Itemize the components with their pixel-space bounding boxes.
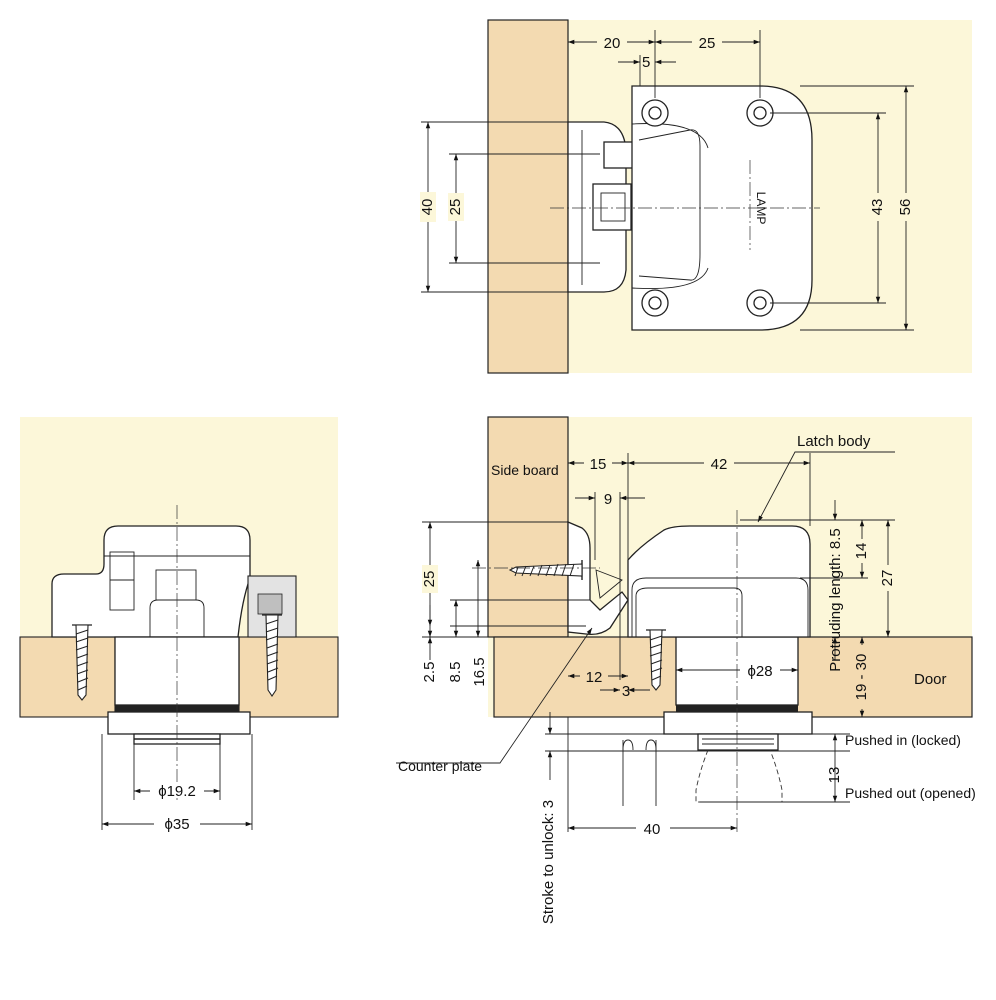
dim-40-side: 40 — [644, 821, 661, 838]
label-counter-plate: Counter plate — [398, 758, 482, 774]
dim-14: 14 — [853, 543, 870, 560]
dim-phi19: ϕ19.2 — [158, 783, 196, 800]
dim-3: 3 — [622, 683, 630, 700]
dim-56: 56 — [897, 199, 914, 216]
knob-pushed-out — [695, 749, 783, 803]
front-screw-right — [262, 614, 282, 697]
top-screw-hole — [641, 99, 669, 127]
side-view: Side board Latch body Door Counter plate… — [396, 416, 976, 924]
side-board-screw — [508, 560, 583, 580]
label-protruding: Protruding length: 8.5 — [827, 528, 844, 671]
label-pushed-in: Pushed in (locked) — [845, 732, 961, 748]
label-stroke: Stroke to unlock: 3 — [540, 800, 557, 924]
label-side-board: Side board — [491, 462, 559, 478]
top-side-board — [487, 19, 569, 374]
dim-9: 9 — [604, 491, 612, 508]
front-view: ϕ19.2 ϕ35 — [19, 417, 339, 833]
dim-40-top: 40 — [419, 199, 436, 216]
dim-16-5: 16.5 — [471, 657, 488, 686]
top-screw-hole — [641, 289, 669, 317]
dim-25-side: 25 — [421, 571, 438, 588]
dim-25-top: 25 — [699, 35, 716, 52]
side-board — [487, 416, 569, 638]
dim-13: 13 — [826, 767, 843, 784]
dim-43: 43 — [869, 199, 886, 216]
dim-19-30: 19 - 30 — [853, 654, 870, 701]
dim-20: 20 — [604, 35, 621, 52]
dim-phi28: ϕ28 — [747, 663, 772, 680]
dim-25-left: 25 — [447, 199, 464, 216]
top-view: LAMP 20 25 5 40 — [419, 19, 972, 374]
dim-12: 12 — [586, 669, 603, 686]
label-pushed-out: Pushed out (opened) — [845, 785, 976, 801]
dim-27: 27 — [879, 570, 896, 587]
side-latch-body — [627, 525, 811, 638]
label-door: Door — [914, 671, 947, 688]
front-screw-left — [72, 624, 92, 701]
front-door-left — [19, 636, 116, 718]
dim-8-5: 8.5 — [447, 662, 464, 683]
top-screw-hole — [746, 289, 774, 317]
dim-5: 5 — [642, 54, 650, 71]
knob-pushed-in — [697, 733, 779, 751]
dim-phi35: ϕ35 — [164, 816, 189, 833]
front-door-right — [238, 636, 339, 718]
door-screw — [646, 629, 666, 691]
dim-2-5: 2.5 — [421, 662, 438, 683]
label-latch-body: Latch body — [797, 433, 871, 450]
top-screw-hole — [746, 99, 774, 127]
dim-15: 15 — [590, 456, 607, 473]
dim-42: 42 — [711, 456, 728, 473]
